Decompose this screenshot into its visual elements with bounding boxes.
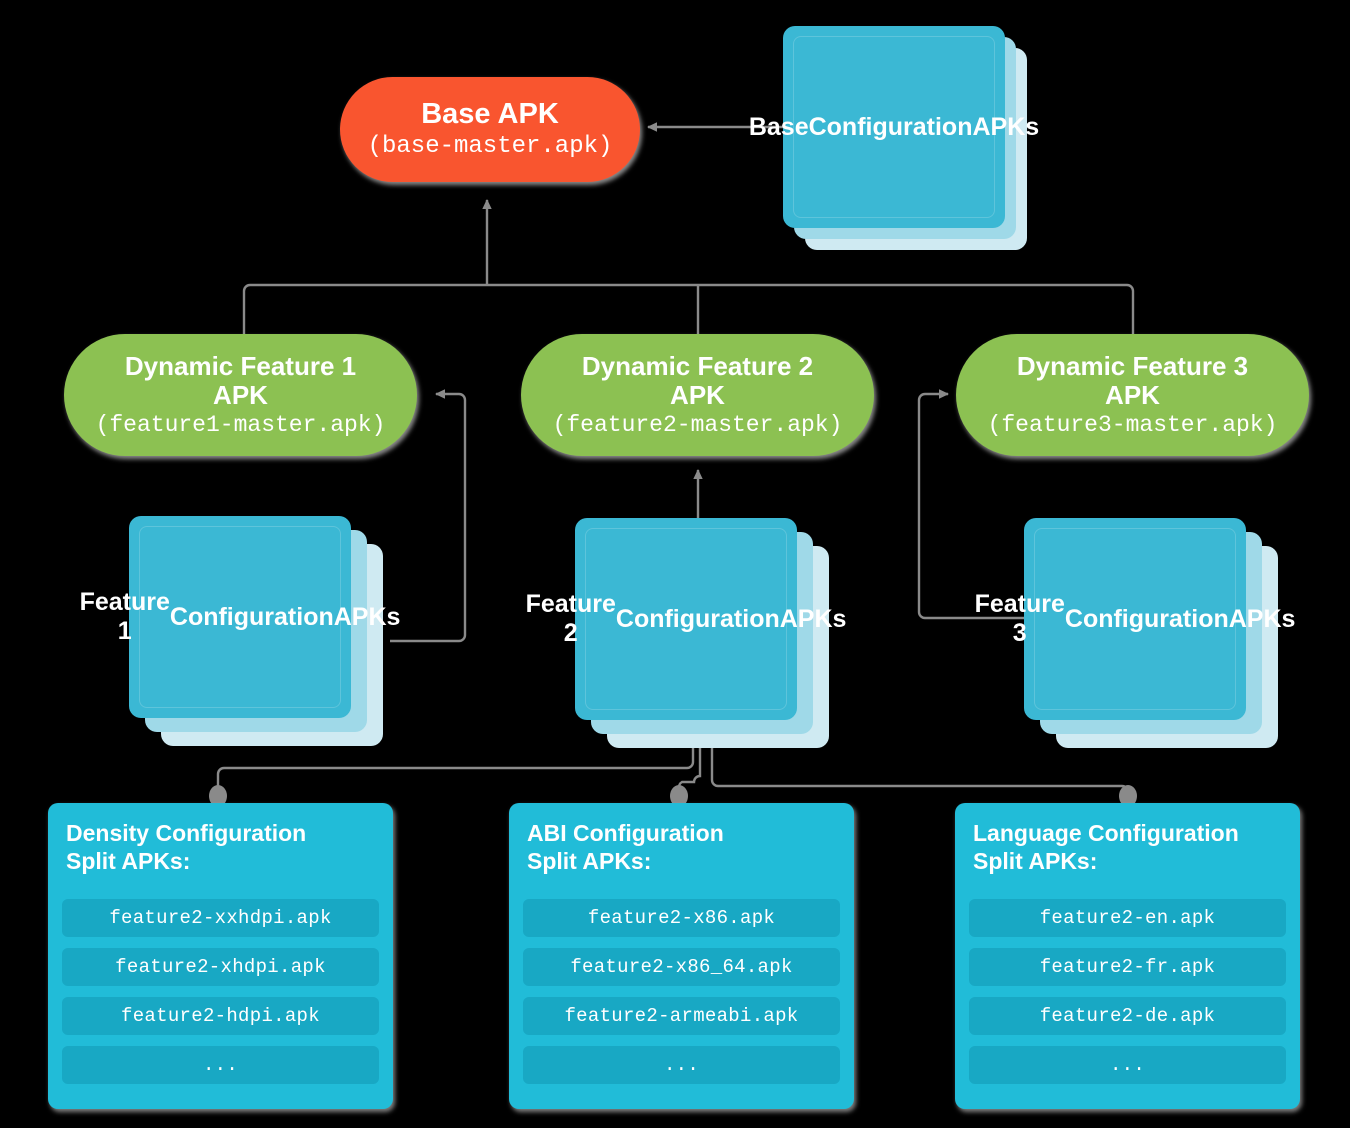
list-item[interactable]: feature2-x86.apk	[523, 899, 840, 938]
list-item[interactable]: feature2-de.apk	[969, 997, 1286, 1036]
density-panel-rows: feature2-xxhdpi.apk feature2-xhdpi.apk f…	[48, 887, 393, 1098]
wire-f1config-to-df1	[390, 389, 467, 643]
list-item-ellipsis[interactable]: ...	[62, 1046, 379, 1085]
list-item[interactable]: feature2-xxhdpi.apk	[62, 899, 379, 938]
panel-language-configuration-split-apks[interactable]: Language Configuration Split APKs: featu…	[955, 803, 1300, 1109]
list-item[interactable]: feature2-fr.apk	[969, 948, 1286, 987]
node-base-configuration-apks[interactable]: Base Configuration APKs	[749, 26, 1039, 258]
abi-panel-title-line2: Split APKs:	[527, 848, 652, 875]
df2-title-line2: APK	[670, 379, 725, 410]
wire-bus-horizontal	[242, 283, 1135, 292]
node-feature-1-configuration-apks[interactable]: Feature 1 Configuration APKs	[80, 516, 400, 746]
wire-f3config-to-df3	[917, 389, 1024, 620]
label-line-1: Feature 1	[79, 588, 170, 645]
node-dynamic-feature-1-apk[interactable]: Dynamic Feature 1 APK (feature1-master.a…	[64, 334, 417, 456]
list-item[interactable]: feature2-en.apk	[969, 899, 1286, 938]
list-item[interactable]: feature2-hdpi.apk	[62, 997, 379, 1036]
label-line-3: APKs	[333, 602, 401, 631]
df1-title-line2: APK	[213, 379, 268, 410]
connector-dot-abi	[670, 785, 688, 807]
feature-2-configuration-apks-label: Feature 2 Configuration APKs	[526, 528, 846, 710]
label-line-1: Feature 3	[974, 590, 1065, 647]
abi-panel-rows: feature2-x86.apk feature2-x86_64.apk fea…	[509, 887, 854, 1098]
node-dynamic-feature-3-apk[interactable]: Dynamic Feature 3 APK (feature3-master.a…	[956, 334, 1309, 456]
connector-dot-language	[1119, 785, 1137, 807]
label-line-1: Feature 2	[525, 590, 616, 647]
density-panel-title-line1: Density Configuration	[66, 820, 307, 846]
node-base-apk[interactable]: Base APK (base-master.apk)	[340, 77, 640, 182]
df3-filename: (feature3-master.apk)	[987, 411, 1278, 438]
list-item[interactable]: feature2-armeabi.apk	[523, 997, 840, 1036]
label-line-2: Configuration	[169, 602, 334, 631]
node-feature-3-configuration-apks[interactable]: Feature 3 Configuration APKs	[975, 518, 1295, 748]
panel-density-configuration-split-apks[interactable]: Density Configuration Split APKs: featur…	[48, 803, 393, 1109]
label-line-3: APKs	[779, 604, 847, 633]
connector-dot-density	[209, 785, 227, 807]
label-line-3: APKs	[972, 112, 1040, 141]
card-sheet-front: Feature 2 Configuration APKs	[526, 518, 846, 720]
label-line-3: APKs	[1228, 604, 1296, 633]
list-item-ellipsis[interactable]: ...	[523, 1046, 840, 1085]
df1-filename: (feature1-master.apk)	[95, 411, 386, 438]
base-apk-title: Base APK	[421, 97, 559, 130]
density-panel-title-line2: Split APKs:	[66, 848, 191, 875]
list-item[interactable]: feature2-xhdpi.apk	[62, 948, 379, 987]
label-line-2: Configuration	[808, 112, 973, 141]
node-feature-2-configuration-apks[interactable]: Feature 2 Configuration APKs	[526, 518, 846, 748]
df2-filename: (feature2-master.apk)	[552, 411, 843, 438]
feature-1-configuration-apks-label: Feature 1 Configuration APKs	[80, 526, 400, 708]
base-apk-filename: (base-master.apk)	[367, 133, 613, 161]
language-panel-rows: feature2-en.apk feature2-fr.apk feature2…	[955, 887, 1300, 1098]
card-sheet-front: Feature 1 Configuration APKs	[80, 516, 400, 718]
df1-title-line1: Dynamic Feature 1	[124, 350, 357, 381]
language-panel-title-line1: Language Configuration	[973, 820, 1239, 846]
df3-title-line1: Dynamic Feature 3	[1016, 350, 1249, 381]
language-panel-title-line2: Split APKs:	[973, 848, 1098, 875]
df3-title-line2: APK	[1105, 379, 1160, 410]
feature-3-configuration-apks-label: Feature 3 Configuration APKs	[975, 528, 1295, 710]
card-sheet-front: Feature 3 Configuration APKs	[975, 518, 1295, 720]
label-line-2: Configuration	[615, 604, 780, 633]
card-sheet-front: Base Configuration APKs	[749, 26, 1039, 228]
list-item-ellipsis[interactable]: ...	[969, 1046, 1286, 1085]
wire-f2config-to-density-panel	[216, 712, 695, 793]
list-item[interactable]: feature2-x86_64.apk	[523, 948, 840, 987]
node-dynamic-feature-2-apk[interactable]: Dynamic Feature 2 APK (feature2-master.a…	[521, 334, 874, 456]
abi-panel-title-line1: ABI Configuration	[527, 820, 724, 846]
label-line-1: Base	[748, 112, 809, 141]
df2-title-line1: Dynamic Feature 2	[581, 350, 814, 381]
base-configuration-apks-label: Base Configuration APKs	[749, 36, 1039, 218]
label-line-2: Configuration	[1064, 604, 1229, 633]
panel-abi-configuration-split-apks[interactable]: ABI Configuration Split APKs: feature2-x…	[509, 803, 854, 1109]
